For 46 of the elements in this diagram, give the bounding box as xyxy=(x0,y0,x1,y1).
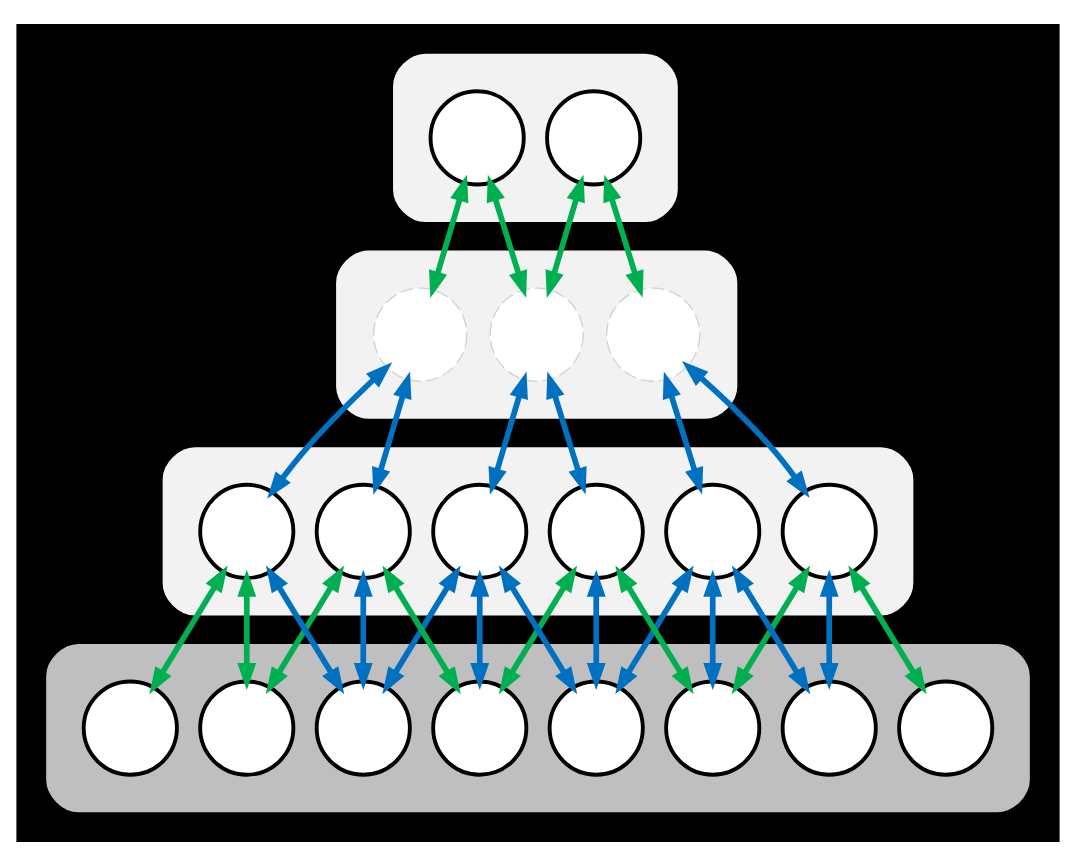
arrow xyxy=(429,173,469,297)
arrow xyxy=(848,564,927,694)
arrow xyxy=(237,568,257,689)
node-circle xyxy=(547,678,645,776)
arrow xyxy=(662,370,704,494)
node-circle xyxy=(605,286,701,381)
arrow xyxy=(267,361,393,498)
arrow xyxy=(615,564,694,694)
node-circle xyxy=(198,678,296,776)
cluster xyxy=(46,642,1030,812)
arrow xyxy=(586,568,606,689)
node-circle xyxy=(547,481,645,579)
node-circle xyxy=(431,481,529,579)
arrow xyxy=(546,370,587,494)
node-circle xyxy=(489,286,584,381)
arrow xyxy=(819,568,839,689)
cluster xyxy=(336,249,738,418)
node-circle xyxy=(81,678,179,776)
arrow xyxy=(382,564,461,694)
cluster xyxy=(393,52,678,222)
node-circle xyxy=(897,678,995,776)
node-circle xyxy=(545,88,643,186)
node-circle xyxy=(664,678,762,776)
node-circle xyxy=(431,678,529,776)
node-circle xyxy=(314,481,412,579)
arrow xyxy=(149,564,228,694)
arrow xyxy=(372,370,412,494)
node-circle xyxy=(314,678,412,776)
arrow xyxy=(265,564,345,694)
arrow xyxy=(498,564,578,694)
node-circle xyxy=(664,481,762,579)
arrow xyxy=(545,173,585,297)
arrow xyxy=(703,568,723,689)
node-circle xyxy=(428,88,526,186)
arrow xyxy=(486,173,528,297)
node-circle xyxy=(372,286,468,381)
node-circle xyxy=(198,481,296,579)
node-circle xyxy=(780,678,878,776)
arrow xyxy=(470,568,490,689)
arrow xyxy=(681,360,810,497)
arrow xyxy=(488,370,528,494)
arrow xyxy=(353,568,373,689)
node-circle xyxy=(780,481,878,579)
arrow xyxy=(603,173,644,297)
arrow xyxy=(731,564,811,694)
cluster xyxy=(162,446,914,615)
